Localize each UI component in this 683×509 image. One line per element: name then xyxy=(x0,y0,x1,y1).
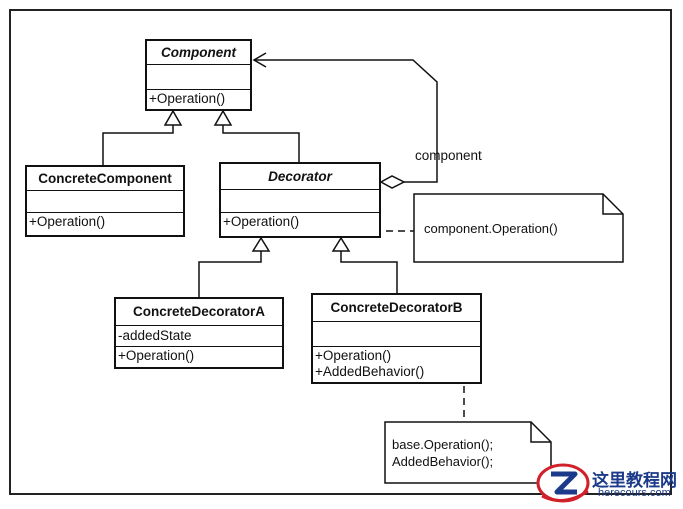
class-concrete-component: ConcreteComponent +Operation() xyxy=(25,165,185,237)
inheritance-line-decoratora xyxy=(198,251,262,297)
aggregation-diamond xyxy=(379,175,406,189)
class-operations: +Operation() +AddedBehavior() xyxy=(313,347,480,380)
note-decorator-text: component.Operation() xyxy=(424,220,558,237)
note-fold-decorator xyxy=(602,194,623,215)
class-concrete-decorator-a: ConcreteDecoratorA -addedState +Operatio… xyxy=(114,297,284,369)
class-component: Component +Operation() xyxy=(145,39,252,111)
inheritance-arrowhead-4 xyxy=(331,236,351,252)
operation: +AddedBehavior() xyxy=(315,364,425,379)
association-label: component xyxy=(415,148,482,163)
note-line: AddedBehavior(); xyxy=(392,454,494,469)
class-operations: +Operation() xyxy=(147,90,250,107)
note-shape-decorator xyxy=(413,193,624,263)
class-operations: +Operation() xyxy=(221,213,379,230)
inheritance-line-decorator xyxy=(222,125,300,165)
attribute: -addedState xyxy=(118,328,192,343)
class-attributes xyxy=(221,190,379,213)
class-decorator: Decorator +Operation() xyxy=(219,162,381,238)
note-shape-decoratorb xyxy=(384,421,552,484)
class-attributes xyxy=(313,322,480,347)
operation: +Operation() xyxy=(29,214,106,229)
note-decoratorb-text: base.Operation(); AddedBehavior(); xyxy=(392,436,493,470)
note-line: component.Operation() xyxy=(424,221,558,236)
inheritance-arrowhead-3 xyxy=(251,236,271,252)
inheritance-arrowhead-1 xyxy=(163,109,183,126)
class-name: ConcreteDecoratorB xyxy=(313,295,480,322)
watermark-logo xyxy=(534,461,682,504)
association-arrowhead xyxy=(252,52,267,68)
logo-mark-icon xyxy=(536,463,590,503)
watermark-title: 这里教程网 xyxy=(592,471,677,491)
class-name: Component xyxy=(147,41,250,65)
class-name: ConcreteDecoratorA xyxy=(116,299,282,326)
operation: +Operation() xyxy=(149,91,226,106)
class-attributes xyxy=(147,65,250,90)
class-name: Decorator xyxy=(221,164,379,190)
class-attributes: -addedState xyxy=(116,326,282,347)
note-line: base.Operation(); xyxy=(392,437,494,452)
note-fold-decoratorb xyxy=(530,422,551,443)
operation: +Operation() xyxy=(315,348,392,363)
inheritance-line-concretecomponent xyxy=(102,125,174,165)
class-attributes xyxy=(27,191,183,213)
class-concrete-decorator-b: ConcreteDecoratorB +Operation() +AddedBe… xyxy=(311,293,482,384)
operation: +Operation() xyxy=(118,348,195,363)
aggregation-line xyxy=(254,59,438,183)
class-operations: +Operation() xyxy=(27,213,183,230)
watermark-url: herecours.com xyxy=(598,487,671,499)
inheritance-arrowhead-2 xyxy=(213,109,233,126)
operation: +Operation() xyxy=(223,214,300,229)
inheritance-line-decoratorb xyxy=(340,251,398,297)
class-operations: +Operation() xyxy=(116,347,282,364)
class-name: ConcreteComponent xyxy=(27,167,183,191)
